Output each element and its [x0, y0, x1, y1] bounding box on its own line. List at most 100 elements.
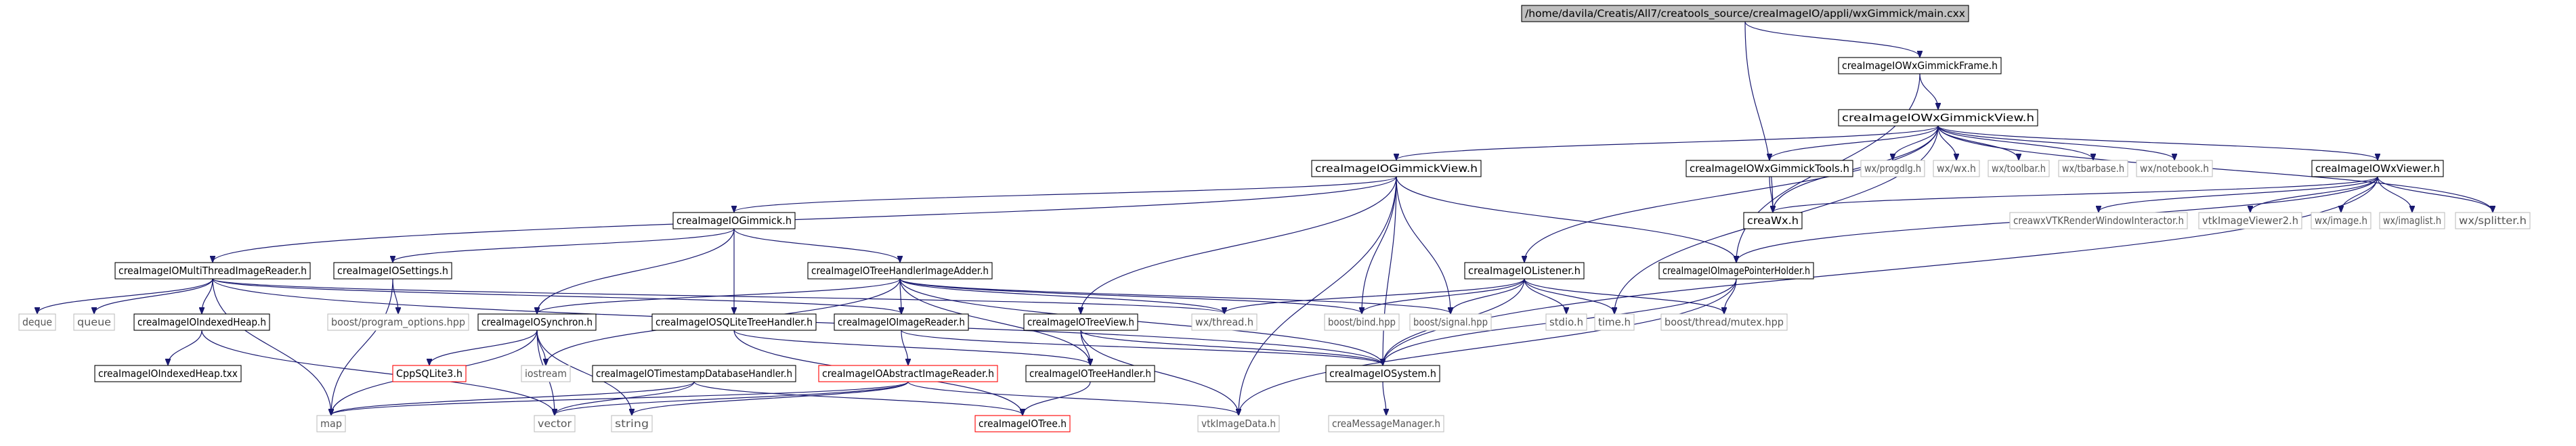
- edge-viewer-to-splitter: [2377, 176, 2493, 212]
- node-sqlite[interactable]: creaImageIOSQLiteTreeHandler.h: [651, 313, 817, 331]
- node-label: creaImageIOSettings.h: [337, 265, 448, 277]
- node-viewer[interactable]: creaImageIOWxViewer.h: [2311, 160, 2444, 177]
- node-cppsqlite[interactable]: CppSQLite3.h: [392, 365, 467, 382]
- node-gimview[interactable]: creaImageIOGimmickView.h: [1311, 160, 1482, 177]
- node-ptrholder[interactable]: creaImageIOImagePointerHolder.h: [1658, 262, 1814, 280]
- node-label: map: [320, 418, 342, 430]
- node-tools[interactable]: creaImageIOWxGimmickTools.h: [1686, 160, 1853, 177]
- node-box: [2311, 160, 2444, 177]
- edge-absreader-to-map: [331, 381, 909, 415]
- node-box: [672, 212, 796, 229]
- node-tbarbase[interactable]: wx/tbarbase.h: [2058, 160, 2128, 177]
- node-synchron[interactable]: creaImageIOSynchron.h: [477, 313, 597, 331]
- node-system[interactable]: creaImageIOSystem.h: [1325, 365, 1440, 382]
- edge-viewer-to-viewer2: [2250, 176, 2378, 212]
- node-box: [392, 365, 467, 382]
- node-wxthread[interactable]: wx/thread.h: [1191, 313, 1258, 331]
- node-label: creaImageIOGimmickView.h: [1315, 162, 1478, 175]
- node-label: creaImageIOSystem.h: [1329, 367, 1436, 380]
- edge-treeview-to-vtkdata: [1080, 330, 1239, 415]
- node-heaptxx[interactable]: creaImageIOIndexedHeap.txx: [94, 365, 242, 382]
- node-label: wx/notebook.h: [2140, 162, 2209, 175]
- edge-gview-to-listener: [1524, 125, 1939, 262]
- node-notebook[interactable]: wx/notebook.h: [2136, 160, 2213, 177]
- edge-treeview-to-system: [1080, 330, 1383, 365]
- node-stdio[interactable]: stdio.h: [1545, 313, 1587, 331]
- node-toolbar[interactable]: wx/toolbar.h: [1988, 160, 2050, 177]
- edge-multi-to-indexedheap: [202, 278, 213, 313]
- node-box: [327, 313, 469, 331]
- edge-gimview-to-gimmick: [734, 176, 1397, 212]
- node-box: [592, 365, 796, 382]
- node-vtkdata[interactable]: vtkImageData.h: [1197, 415, 1280, 432]
- node-box: [807, 262, 993, 280]
- node-box: [611, 415, 653, 432]
- node-signal[interactable]: boost/signal.hpp: [1409, 313, 1492, 331]
- node-iostream[interactable]: iostream: [521, 365, 571, 382]
- node-tree[interactable]: creaImageIOTree.h: [974, 415, 1071, 432]
- node-viewer2[interactable]: vtkImageViewer2.h: [2198, 212, 2302, 229]
- edge-gimview-to-signal: [1396, 176, 1451, 313]
- node-settings[interactable]: creaImageIOSettings.h: [333, 262, 452, 280]
- node-msgmgr[interactable]: creaMessageManager.h: [1328, 415, 1444, 432]
- node-absreader[interactable]: creaImageIOAbstractImageReader.h: [818, 365, 998, 382]
- node-label: creaImageIOWxGimmickFrame.h: [1842, 60, 1998, 72]
- node-deque[interactable]: deque: [18, 313, 56, 331]
- node-box: [1521, 5, 1969, 22]
- node-listener[interactable]: creaImageIOListener.h: [1464, 262, 1585, 280]
- node-bind[interactable]: boost/bind.hpp: [1324, 313, 1400, 331]
- node-box: [1660, 313, 1788, 331]
- node-label: creaImageIOSynchron.h: [481, 316, 593, 328]
- node-gimmick[interactable]: creaImageIOGimmick.h: [672, 212, 796, 229]
- node-label: creaImageIOTree.h: [979, 418, 1067, 430]
- node-label: creaImageIOSQLiteTreeHandler.h: [656, 316, 813, 328]
- node-map[interactable]: map: [316, 415, 346, 432]
- node-box: [477, 313, 597, 331]
- node-queue[interactable]: queue: [73, 313, 115, 331]
- edge-system-to-msgmgr: [1382, 381, 1386, 415]
- nodes-layer: /home/davila/Creatis/All7/creatools_sour…: [18, 5, 2531, 432]
- node-indexedheap[interactable]: creaImageIOIndexedHeap.h: [133, 313, 270, 331]
- node-creawx[interactable]: creaWx.h: [1743, 212, 1803, 229]
- node-time[interactable]: time.h: [1594, 313, 1635, 331]
- node-string[interactable]: string: [611, 415, 653, 432]
- node-progopts[interactable]: boost/program_options.hpp: [327, 313, 469, 331]
- edge-gview-to-toolbar: [1937, 125, 2019, 160]
- node-imgreader[interactable]: creaImageIOImageReader.h: [834, 313, 969, 331]
- node-main[interactable]: /home/davila/Creatis/All7/creatools_sour…: [1521, 5, 1969, 22]
- node-mutex[interactable]: boost/thread/mutex.hpp: [1660, 313, 1788, 331]
- node-label: creaImageIOImageReader.h: [838, 316, 965, 328]
- node-frame[interactable]: creaImageIOWxGimmickFrame.h: [1838, 57, 2002, 74]
- node-label: wx/imaglist.h: [2383, 215, 2441, 227]
- node-image[interactable]: wx/image.h: [2311, 212, 2371, 229]
- node-label: creaImageIOAbstractImageReader.h: [822, 367, 994, 380]
- node-box: [18, 313, 56, 331]
- node-box: [2379, 212, 2445, 229]
- node-label: stdio.h: [1549, 316, 1583, 328]
- node-box: [1860, 160, 1925, 177]
- node-box: [94, 365, 242, 382]
- node-wxh[interactable]: wx/wx.h: [1933, 160, 1980, 177]
- node-tsdb[interactable]: creaImageIOTimestampDatabaseHandler.h: [592, 365, 796, 382]
- node-thadder[interactable]: creaImageIOTreeHandlerImageAdder.h: [807, 262, 993, 280]
- node-label: vtkImageViewer2.h: [2202, 215, 2298, 227]
- node-box: [1025, 365, 1155, 382]
- node-treehandler[interactable]: creaImageIOTreeHandler.h: [1025, 365, 1155, 382]
- node-box: [1988, 160, 2050, 177]
- node-progdlg[interactable]: wx/progdlg.h: [1860, 160, 1925, 177]
- node-treeview[interactable]: creaImageIOTreeView.h: [1023, 313, 1138, 331]
- node-vector[interactable]: vector: [534, 415, 576, 432]
- node-label: wx/wx.h: [1937, 162, 1976, 175]
- node-label: string: [615, 418, 649, 430]
- node-label: boost/signal.hpp: [1413, 316, 1488, 328]
- node-gview[interactable]: creaImageIOWxGimmickView.h: [1838, 109, 2038, 127]
- node-label: creaImageIOTreeHandlerImageAdder.h: [811, 265, 989, 277]
- node-imaglist[interactable]: wx/imaglist.h: [2379, 212, 2445, 229]
- node-splitter[interactable]: wx/splitter.h: [2455, 212, 2531, 229]
- edge-multi-to-wxthread: [212, 278, 1224, 313]
- edge-thadder-to-system: [899, 278, 1383, 365]
- node-multi[interactable]: creaImageIOMultiThreadImageReader.h: [114, 262, 311, 280]
- node-vtkrwi[interactable]: creawxVTKRenderWindowInteractor.h: [2009, 212, 2188, 229]
- node-label: /home/davila/Creatis/All7/creatools_sour…: [1525, 7, 1965, 20]
- node-label: iostream: [525, 367, 567, 380]
